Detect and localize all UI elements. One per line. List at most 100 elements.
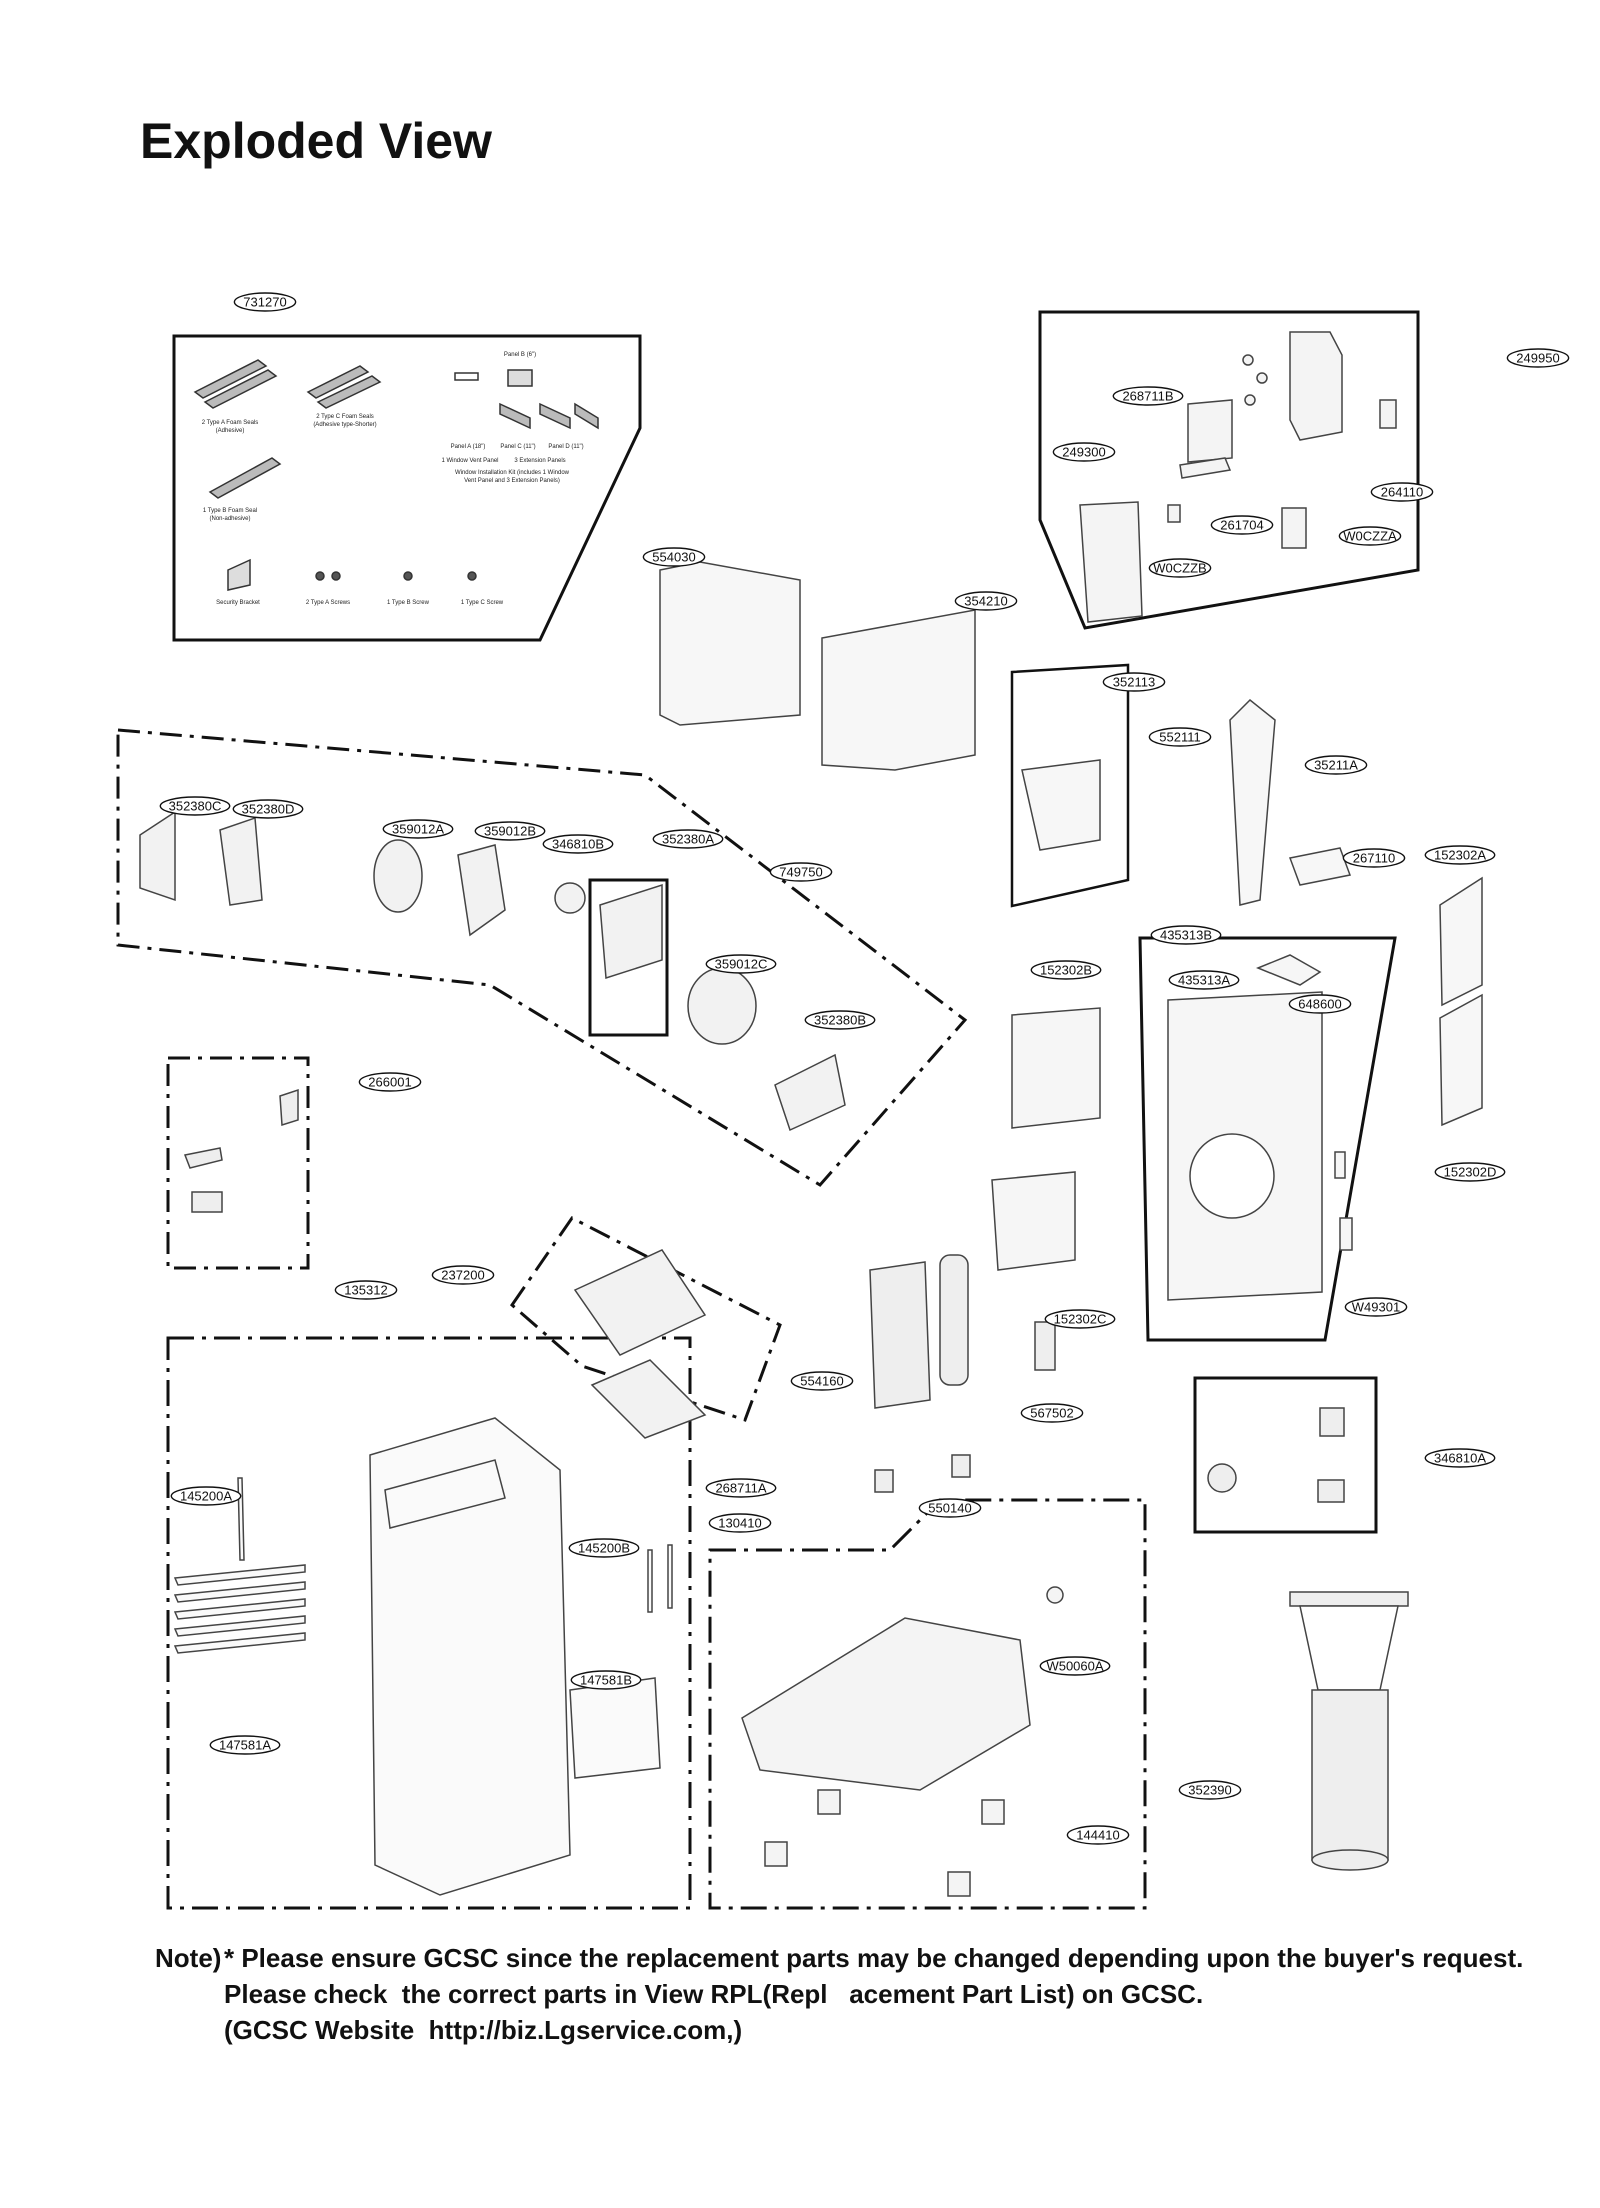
- part-label: 359012C: [705, 954, 777, 974]
- part-label: 130410: [708, 1513, 772, 1533]
- part-label: 152302A: [1424, 845, 1496, 865]
- part-label: 352113: [1102, 672, 1166, 692]
- window-kit-outline: [172, 334, 642, 642]
- part-label: 550140: [918, 1498, 982, 1518]
- part-label-text: 552111: [1159, 730, 1200, 745]
- base-outline: [708, 1498, 1147, 1910]
- blower-parts: [139, 810, 846, 1132]
- part-label-text: 147581B: [580, 1673, 632, 1688]
- kit-ext-panels: 3 Extension Panels: [514, 458, 565, 464]
- part-label: 249950: [1506, 348, 1570, 368]
- part-label-text: W0CZZA: [1343, 529, 1397, 544]
- part-label-bubble: [1434, 1162, 1506, 1182]
- part-label-bubble: [790, 1371, 854, 1391]
- control-box-outline: [1038, 310, 1420, 630]
- note-line-1: * Please ensure GCSC since the replaceme…: [224, 1943, 1524, 1973]
- caster-outline: [1193, 1376, 1378, 1534]
- part-label-text: 135312: [344, 1283, 387, 1298]
- kit-seal-b-sub: (Non-adhesive): [209, 516, 250, 522]
- part-label-bubble: [1210, 515, 1274, 535]
- part-label-bubble: [358, 1072, 422, 1092]
- part-label-bubble: [1168, 970, 1240, 990]
- part-label-bubble: [918, 1498, 982, 1518]
- part-label-text: 352380A: [662, 832, 714, 847]
- part-label: 346810B: [542, 834, 614, 854]
- part-label-bubble: [1066, 1825, 1130, 1845]
- part-label: 749750: [769, 862, 833, 882]
- part-label-text: 237200: [441, 1268, 484, 1283]
- part-label: 731270: [233, 292, 297, 312]
- kit-install: Window Installation Kit (includes 1 Wind…: [455, 470, 570, 476]
- part-label-text: 749750: [779, 865, 822, 880]
- window-kit-parts: [193, 359, 599, 591]
- pipe-assembly-outline: [1010, 663, 1130, 908]
- part-label: 435313B: [1150, 925, 1222, 945]
- part-label-bubble: [705, 954, 777, 974]
- part-label: 135312: [334, 1280, 398, 1300]
- part-label-text: 648600: [1298, 997, 1341, 1012]
- part-label: 264110: [1370, 482, 1434, 502]
- part-label: W0CZZB: [1148, 558, 1212, 578]
- part-label-bubble: [1052, 442, 1116, 462]
- part-label-text: 731270: [243, 295, 286, 310]
- part-label: 554160: [790, 1371, 854, 1391]
- part-label: 268711B: [1112, 386, 1184, 406]
- kit-install-2: Vent Panel and 3 Extension Panels): [464, 478, 560, 484]
- part-label-text: 268711A: [715, 1481, 766, 1496]
- part-label-bubble: [474, 821, 546, 841]
- part-label-bubble: [769, 862, 833, 882]
- part-label: 249300: [1052, 442, 1116, 462]
- part-label-bubble: [1506, 348, 1570, 368]
- part-label: 554030: [642, 547, 706, 567]
- part-label-text: 152302C: [1054, 1312, 1107, 1327]
- back-panel-outline: [1138, 936, 1397, 1342]
- kit-bracket: Security Bracket: [216, 600, 260, 606]
- cabinet-parts: [173, 1417, 673, 1896]
- part-label-bubble: [1039, 1656, 1111, 1676]
- part-label-text: 435313A: [1178, 973, 1230, 988]
- part-label-text: 554030: [652, 550, 695, 565]
- part-label: 145200A: [170, 1486, 242, 1506]
- part-label-text: 359012A: [392, 822, 444, 837]
- kit-seal-b: 1 Type B Foam Seal: [203, 508, 257, 514]
- part-label-text: 352380D: [242, 802, 295, 817]
- part-label: 352390: [1178, 1780, 1242, 1800]
- part-label-text: 130410: [718, 1516, 761, 1531]
- kit-seal-c: 2 Type C Foam Seals: [316, 414, 374, 420]
- part-label-text: 346810B: [552, 837, 604, 852]
- part-label: 147581A: [209, 1735, 281, 1755]
- part-label-text: 346810A: [1434, 1451, 1486, 1466]
- part-label-text: 152302B: [1040, 963, 1092, 978]
- part-label-text: 268711B: [1122, 389, 1173, 404]
- part-label: 268711A: [705, 1478, 777, 1498]
- part-label-text: 266001: [368, 1075, 411, 1090]
- part-label-text: 352113: [1113, 675, 1155, 690]
- part-label: 261704: [1210, 515, 1274, 535]
- part-label-text: 145200A: [180, 1489, 232, 1504]
- part-label-text: 35211A: [1314, 758, 1358, 773]
- kit-seal-c-sub: (Adhesive type-Shorter): [313, 422, 376, 428]
- kit-panel-d: Panel D (11"): [548, 444, 583, 450]
- part-label-bubble: [170, 1486, 242, 1506]
- part-label: 352380B: [804, 1010, 876, 1030]
- part-label-bubble: [1178, 1780, 1242, 1800]
- part-label-text: 435313B: [1160, 928, 1212, 943]
- note-line-3: (GCSC Website http://biz.Lgservice.com,): [224, 2015, 743, 2045]
- part-label-bubble: [382, 819, 454, 839]
- drain-parts: [183, 1088, 299, 1213]
- part-label-text: 554160: [800, 1374, 843, 1389]
- part-label-bubble: [1102, 672, 1166, 692]
- part-label-bubble: [642, 547, 706, 567]
- part-label-bubble: [1344, 1297, 1408, 1317]
- part-label-bubble: [652, 829, 724, 849]
- part-label-text: 152302D: [1444, 1165, 1497, 1180]
- part-label-bubble: [159, 796, 231, 816]
- kit-vent-panel: 1 Window Vent Panel: [441, 458, 498, 464]
- part-label-text: 354210: [964, 594, 1007, 609]
- part-label-bubble: [1304, 755, 1368, 775]
- part-label: 352380D: [232, 799, 304, 819]
- part-label-bubble: [954, 591, 1018, 611]
- drain-assembly-outline: [166, 1056, 310, 1270]
- kit-seal-a: 2 Type A Foam Seals: [202, 420, 259, 426]
- part-label: 354210: [954, 591, 1018, 611]
